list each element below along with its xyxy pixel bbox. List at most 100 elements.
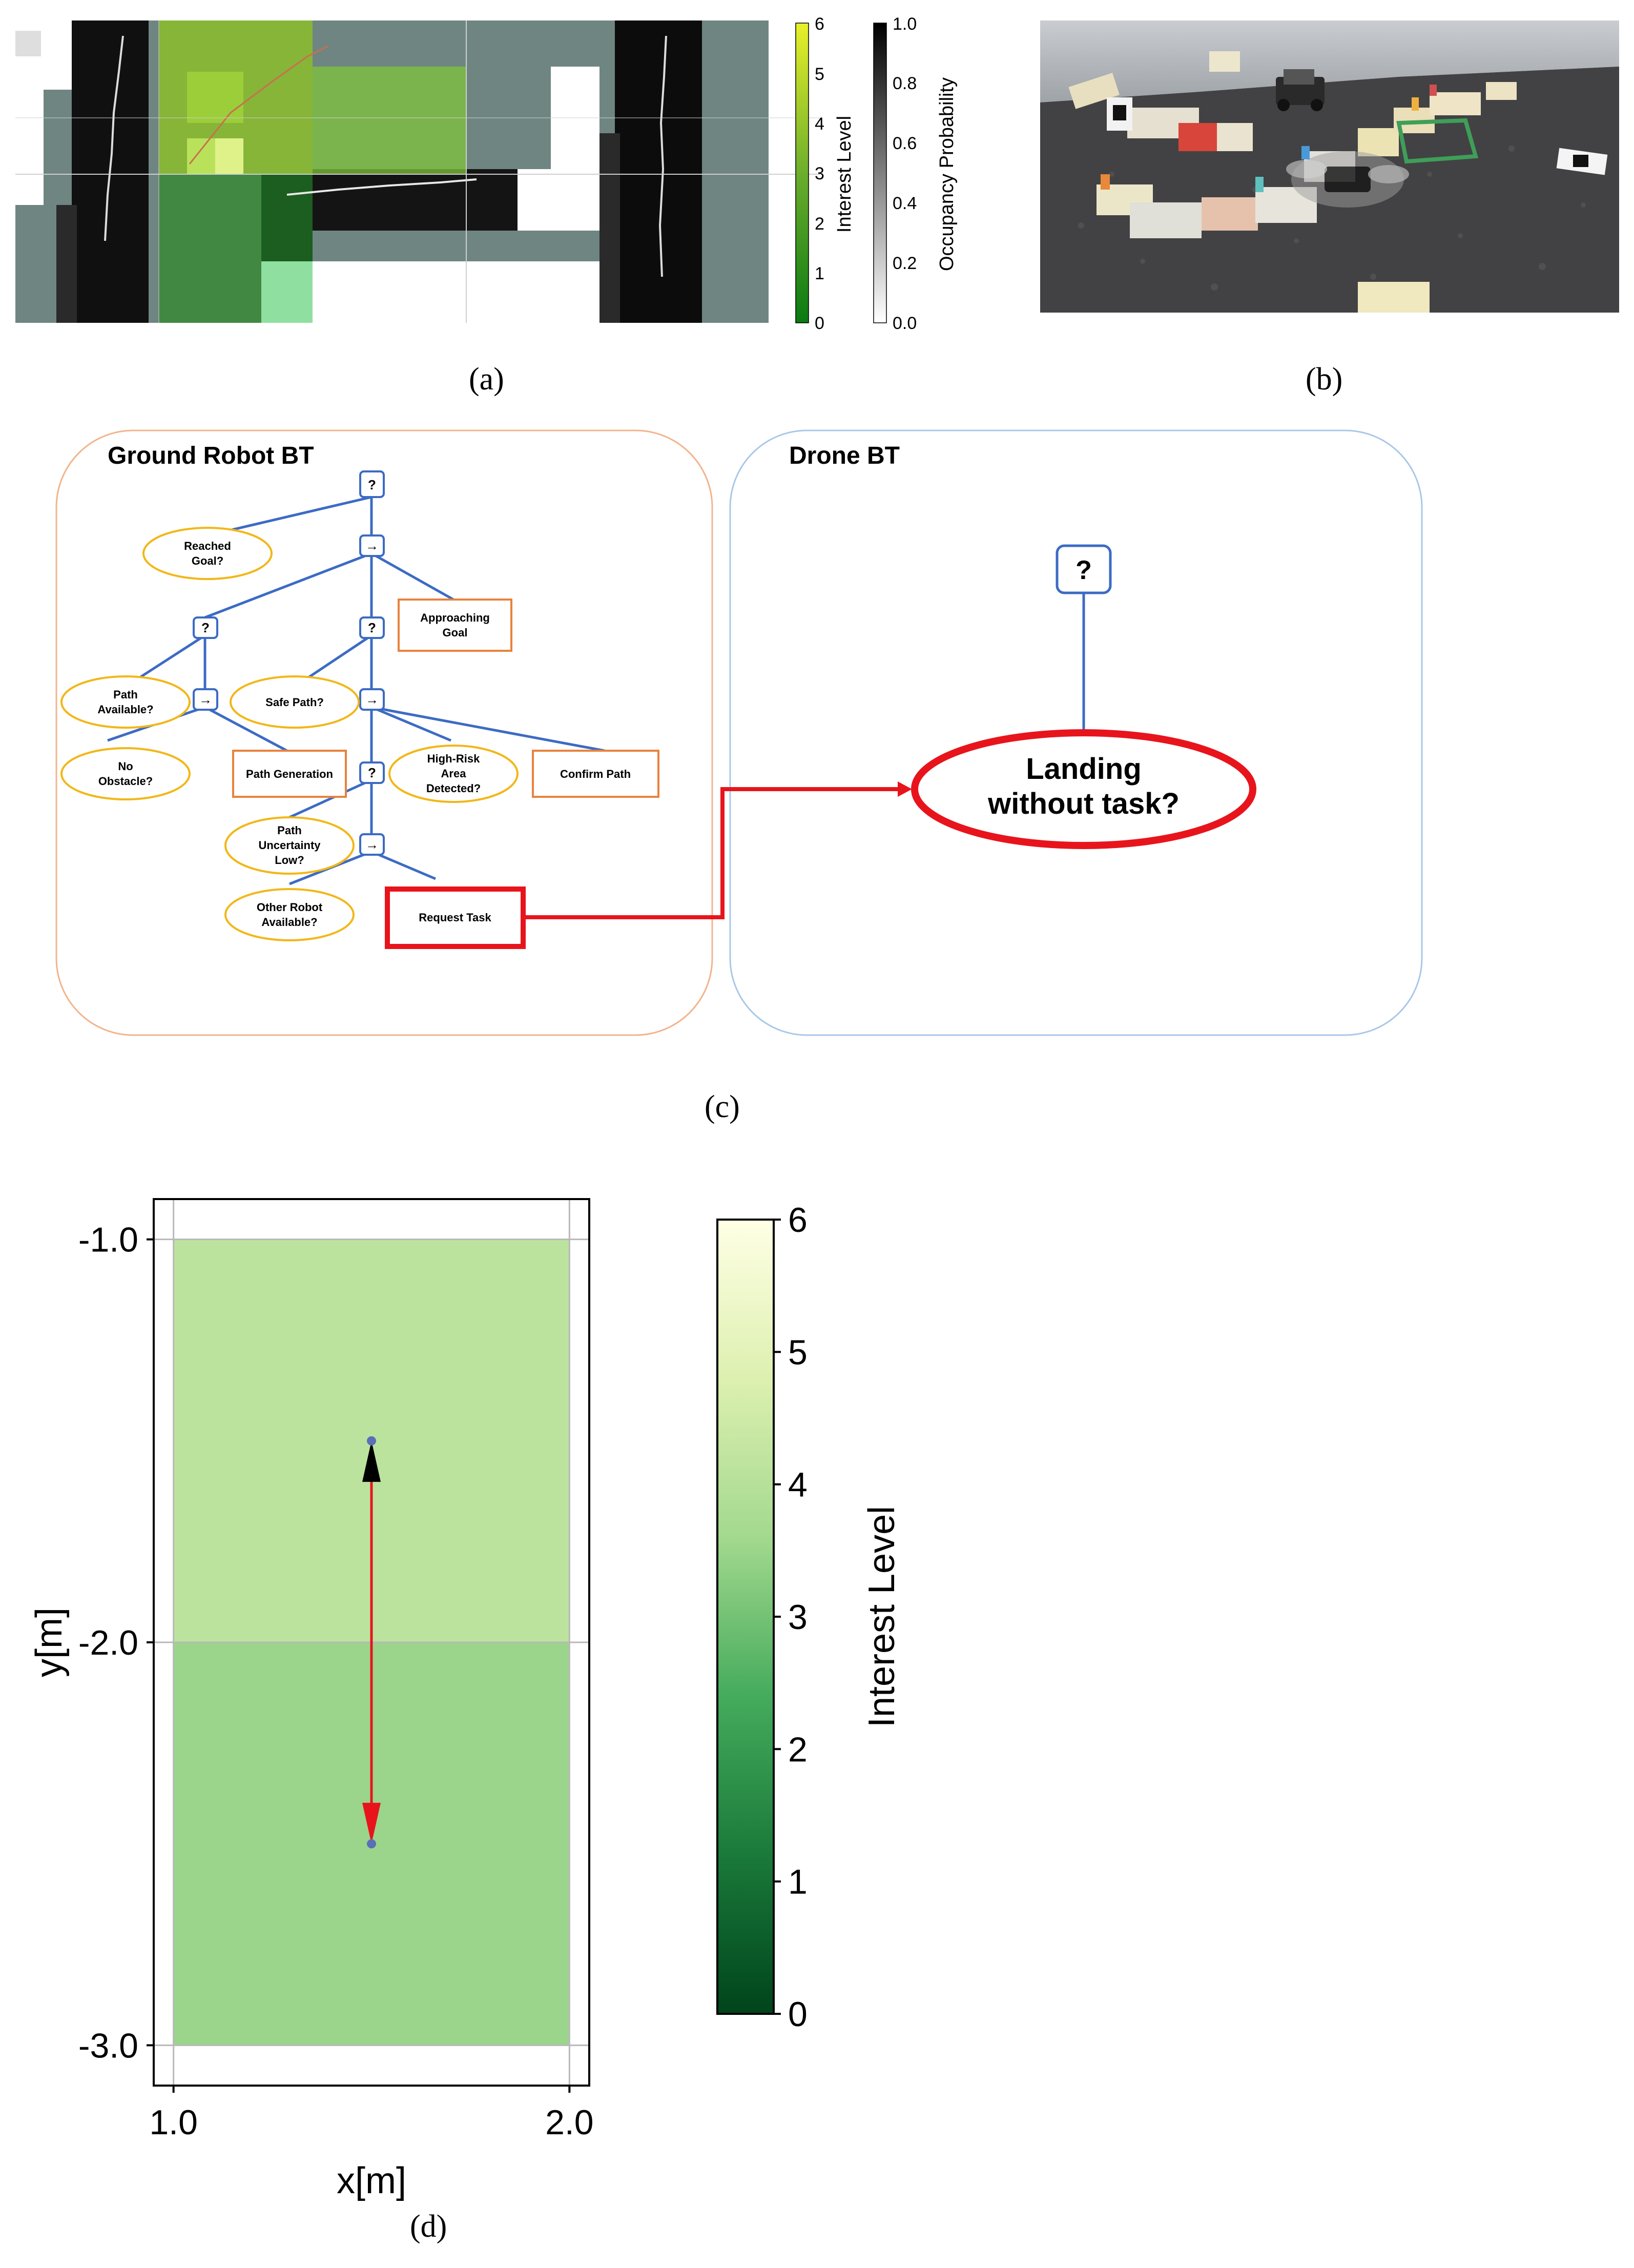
colorbar-label: Interest Level [861, 1506, 902, 1727]
ground-robot [1276, 69, 1325, 111]
drone-bt-root [1056, 544, 1112, 594]
colorbar-tick-label: 1 [788, 1863, 808, 1902]
colorbar-tick-label: 4 [788, 1466, 808, 1504]
drone-landing-line1: Landing [1026, 752, 1142, 786]
y-tick-label: -2.0 [78, 1623, 138, 1662]
tick-label: 5 [815, 65, 824, 84]
ground-bt-actions: Approaching Goal Path Generation Confirm… [232, 599, 659, 949]
tick-label: 0.2 [893, 254, 917, 273]
free-space-left [15, 20, 72, 205]
occupancy-colorbar [873, 23, 887, 323]
colorbar-tick-label: 0 [788, 1995, 808, 2034]
fallback-node-path: ? [201, 620, 210, 635]
drone-bt-title: Drone BT [789, 442, 900, 469]
request-to-landing-arrow [523, 787, 902, 919]
tick-label: 2 [815, 214, 824, 234]
drone-landing-condition [911, 729, 1256, 849]
condition-high-risk-line3: Detected? [426, 782, 481, 795]
tick-label: 4 [815, 114, 824, 134]
free-space-right [551, 67, 599, 231]
condition-safe-path: Safe Path? [265, 696, 324, 709]
tick-label: 0 [815, 314, 824, 333]
end-point [367, 1839, 376, 1849]
condition-other-robot-line1: Other Robot [257, 901, 323, 914]
ground-bt-control-nodes: ? → ? ? → → ? → [193, 470, 385, 856]
panel-a-map: 0 1 2 3 4 5 6 [15, 14, 824, 333]
start-point [367, 1436, 376, 1446]
ground-bt-edges [107, 496, 605, 885]
occupancy-colorbar-label: Occupancy Probability [936, 77, 958, 271]
fallback-node-root: ? [368, 477, 376, 492]
condition-high-risk-line2: Area [441, 767, 467, 780]
condition-reached-goal-line2: Goal? [192, 554, 223, 567]
drone-bt-frame [729, 429, 1423, 1036]
drone-bt-root-label: ? [1075, 555, 1092, 585]
sequence-node-path: → [199, 692, 212, 707]
x-axis-label: x[m] [337, 2160, 406, 2201]
drone-landing-line2: without task? [987, 787, 1180, 820]
interest-colorbar-d [716, 1219, 775, 2015]
fallback-node-uncertainty: ? [368, 765, 376, 780]
interest-cell-top-right [313, 67, 466, 174]
y-tick-label: -3.0 [78, 2026, 138, 2065]
condition-no-obstacle-line1: No [118, 760, 133, 773]
action-request-task: Request Task [419, 911, 491, 924]
tick-label: 0.6 [893, 134, 917, 153]
colorbar-tick-label: 2 [788, 1730, 808, 1769]
drone [1286, 151, 1409, 208]
sequence-node-safe: → [365, 692, 379, 707]
tick-label: 6 [815, 14, 824, 34]
y-axis-label: y[m] [29, 1607, 70, 1677]
laser-scan [104, 35, 124, 241]
condition-no-obstacle-line2: Obstacle? [98, 775, 153, 788]
tick-label: 0.8 [893, 74, 917, 93]
wall-right [615, 20, 702, 323]
colorbar-tick-label: 5 [788, 1333, 808, 1372]
interest-colorbar-a [795, 23, 809, 323]
condition-high-risk-line1: High-Risk [427, 752, 480, 765]
colorbar-tick-label: 6 [788, 1201, 808, 1240]
ground-bt-title: Ground Robot BT [108, 442, 314, 469]
caption-c: (c) [705, 1089, 740, 1124]
caption-b: (b) [1306, 362, 1343, 397]
start-arrowhead [362, 1440, 381, 1482]
interest-cell-bottom-left [159, 174, 261, 323]
tick-label: 1 [815, 264, 824, 283]
action-approaching-goal-line2: Goal [443, 626, 468, 639]
action-approaching-goal-line1: Approaching [420, 611, 490, 624]
action-request-task-box [385, 886, 526, 949]
sequence-node-1: → [365, 538, 379, 553]
condition-path-uncertainty-line2: Uncertainty [258, 839, 321, 852]
tick-label: 0.0 [893, 314, 917, 333]
caption-d: (d) [410, 2209, 447, 2244]
condition-path-uncertainty-line1: Path [277, 824, 302, 837]
tick-label: 0.4 [893, 194, 917, 213]
sequence-node-uncertainty: → [365, 837, 379, 852]
y-tick-label: -1.0 [78, 1221, 138, 1260]
interest-colorbar-a-ticks: 0 1 2 3 4 5 6 [815, 14, 824, 333]
ground-bt-frame [55, 429, 713, 1036]
panel-a-colorbar-right: Interest Level 0.0 0.2 0.4 0.6 0.8 1.0 O… [834, 14, 958, 333]
action-path-generation: Path Generation [246, 768, 333, 780]
interest-cell-bottom-right [261, 261, 313, 323]
colorbar-tick-label: 3 [788, 1598, 808, 1637]
fallback-node-safe: ? [368, 620, 376, 635]
condition-path-uncertainty-line3: Low? [275, 854, 304, 867]
ground-bt-conditions: Reached Goal? Path Available? Safe Path?… [60, 527, 519, 941]
caption-a: (a) [469, 362, 504, 397]
trajectory-arrow [362, 1436, 381, 1849]
x-tick-label: 2.0 [545, 2103, 594, 2142]
tick-label: 3 [815, 164, 824, 183]
condition-other-robot-line2: Available? [261, 916, 317, 929]
condition-reached-goal-line1: Reached [184, 540, 231, 552]
wall-middle [313, 169, 518, 231]
cinder-blocks [1068, 51, 1517, 313]
tick-label: 1.0 [893, 14, 917, 34]
interest-colorbar-label: Interest Level [834, 116, 855, 233]
colorbar-ticks: 0 1 2 3 4 5 6 [774, 1201, 808, 2034]
occupancy-colorbar-ticks: 0.0 0.2 0.4 0.6 0.8 1.0 [893, 14, 917, 333]
panel-c-behavior-trees: Ground Robot BT Drone BT ? → ? ? → [55, 429, 1423, 1036]
panel-b-photo [1040, 20, 1619, 313]
condition-path-available-line1: Path [113, 688, 138, 701]
